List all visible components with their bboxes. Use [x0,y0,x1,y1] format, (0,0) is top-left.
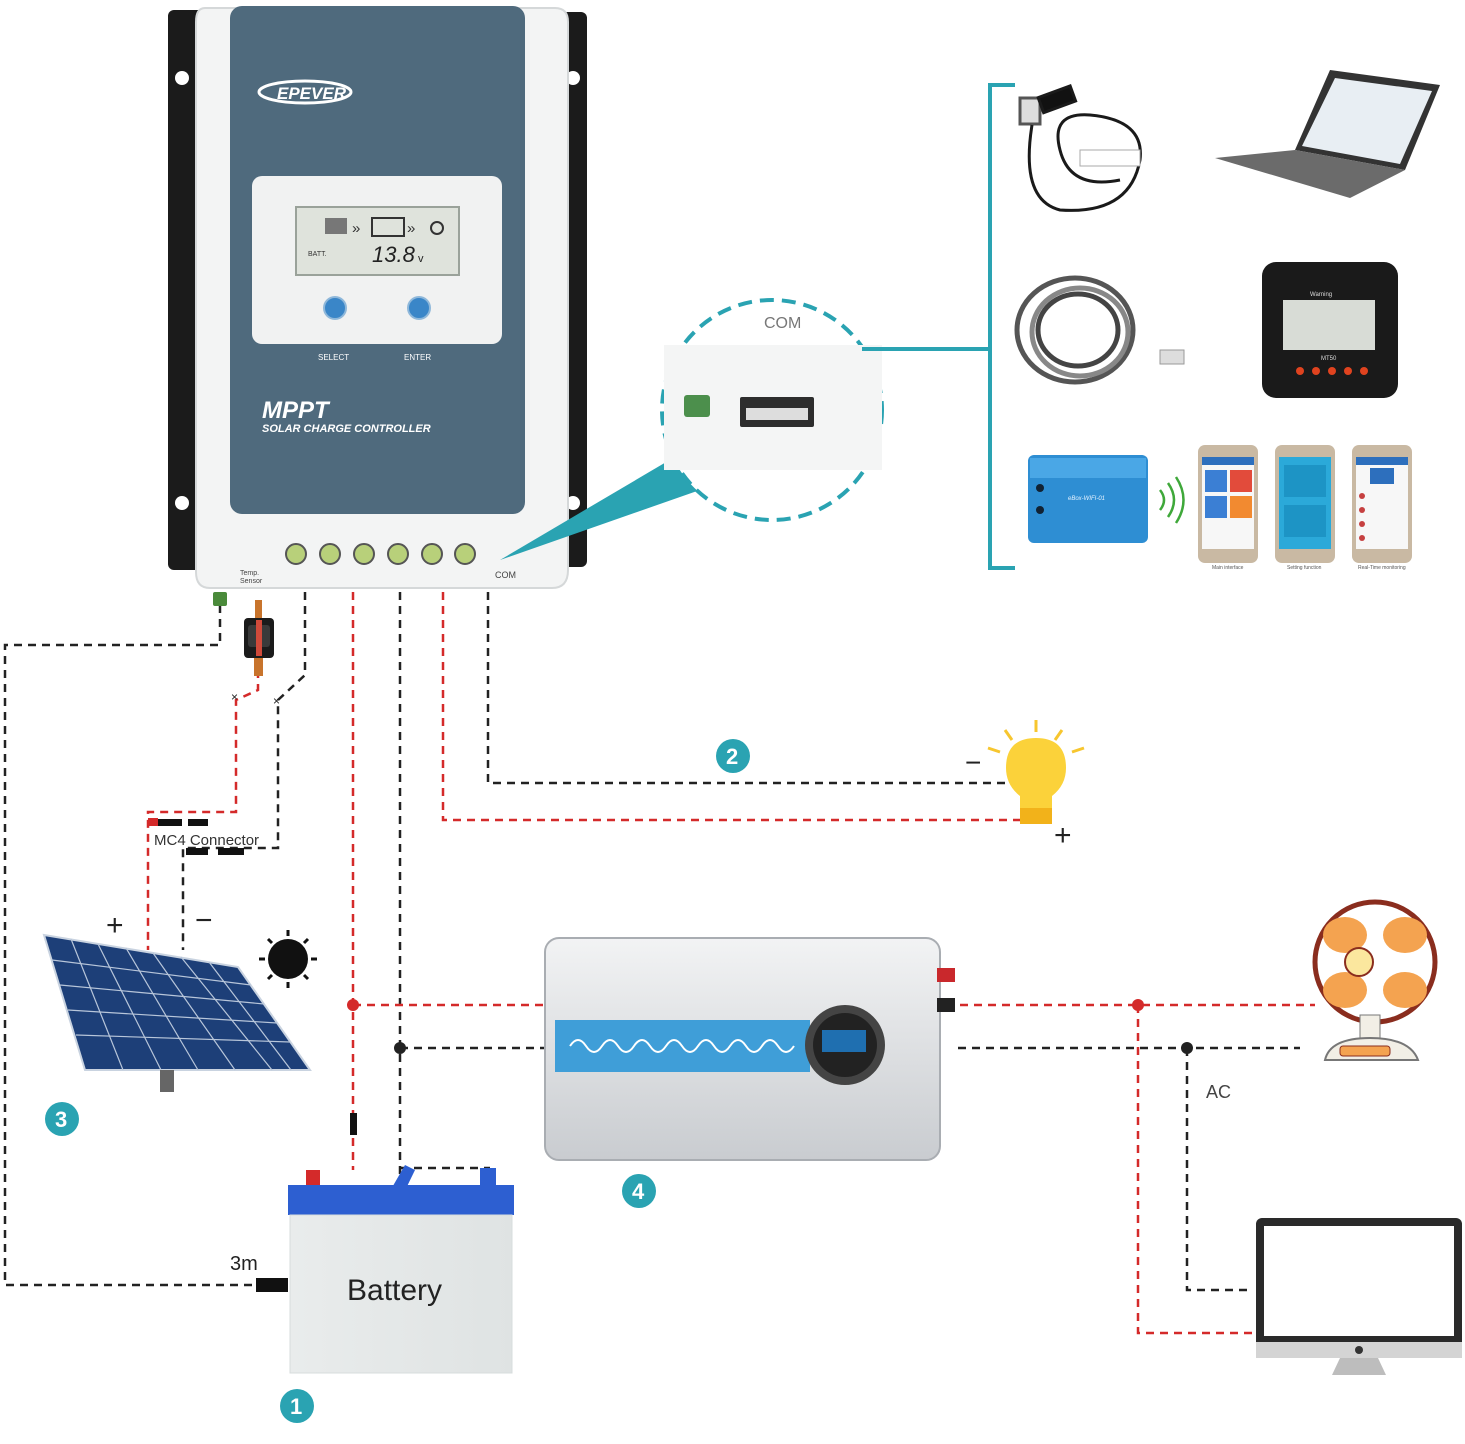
fuse-icon [244,600,274,676]
light-bulb-icon [987,720,1085,824]
lcd-unit: v [418,253,424,265]
temp-label: Temp. [240,570,259,577]
model-title: MPPT [262,397,331,424]
temp-sensor-plug [213,592,227,606]
distance-label: 3m [230,1253,258,1275]
load-minus-sign: − [965,747,981,778]
fan-icon [1312,899,1438,1061]
badge-2: 2 [716,739,750,773]
wires [3,592,1315,1335]
sun-icon [259,930,317,988]
battery-icon [371,217,405,237]
laptop-icon [1215,70,1440,198]
enter-label: ENTER [404,353,431,362]
bulb-icon [430,221,444,235]
brand-logo: EPEVER [277,84,347,103]
com-zoom-circle: COM [660,298,884,522]
select-label: SELECT [318,353,349,362]
usb-cable-icon [1018,84,1142,212]
inverter-icon [544,937,955,1161]
battery-device: Battery [288,1165,514,1374]
sensor-label: Sensor [240,578,263,585]
ac-live-monitor-wire [1136,1005,1255,1335]
pv-negative-wire [181,592,307,950]
svg-text:3: 3 [55,1107,67,1132]
select-button[interactable] [323,296,347,320]
junction-dots [347,999,1193,1054]
badge-3: 3 [45,1102,79,1136]
solar-panel-icon [42,933,312,1092]
battery-label: Battery [347,1274,442,1307]
monitor-icon [1256,1218,1462,1375]
phone-2-caption: Setting function [1287,565,1322,571]
badge-1: 1 [280,1389,314,1423]
ac-label: AC [1206,1082,1231,1102]
wifi-model-label: eBox-WIFI-01 [1068,496,1105,502]
meter-model-label: MT50 [1321,356,1337,362]
svg-text:4: 4 [632,1179,645,1204]
wifi-box-icon: eBox-WIFI-01 [1028,455,1148,543]
enter-button[interactable] [407,296,431,320]
mc4-connectors [148,818,357,1292]
phone-3-icon [1352,445,1412,563]
svg-text:×: × [231,690,238,704]
model-subtitle: SOLAR CHARGE CONTROLLER [262,423,431,435]
lcd-batt-label: BATT. [308,251,327,258]
wireless-signal-icon [1158,476,1185,524]
accessories-bracket [988,83,1015,570]
temp-sensor-wire [3,605,265,1287]
terminals [285,543,476,565]
zoom-pointer [500,448,700,560]
phone-1-caption: Main interface [1212,565,1244,571]
solar-panel-icon [325,218,347,234]
remote-meter-icon: Warning MT50 [1262,262,1398,398]
ac-neutral-monitor-wire [1185,1048,1250,1292]
meter-warning-label: Warning [1310,292,1332,298]
phone-1-icon [1198,445,1258,563]
pv-positive-wire [146,600,260,950]
charge-controller: EPEVER » » BATT. 13.8 v SELECT ENTER MPP… [168,6,587,589]
mc4-connector-label: MC4 Connector [154,832,259,849]
cable-coil-icon [1014,275,1185,385]
badge-4: 4 [622,1174,656,1208]
lcd-voltage: 13.8 [372,242,416,267]
load-negative-wire [486,592,1010,785]
pv-minus-sign: − [195,904,213,937]
phone-2-icon [1275,445,1335,563]
svg-text:×: × [273,694,280,708]
pv-plus-sign: + [106,909,124,942]
com-port-label: COM [495,570,516,580]
phone-3-caption: Real-Time monitoring [1358,565,1406,571]
svg-text:1: 1 [290,1394,302,1419]
svg-text:»: » [407,220,415,237]
svg-text:2: 2 [726,744,738,769]
svg-text:»: » [352,220,360,237]
zoom-com-label: COM [764,315,801,332]
load-plus-sign: + [1054,819,1072,852]
load-positive-wire [441,592,1020,822]
